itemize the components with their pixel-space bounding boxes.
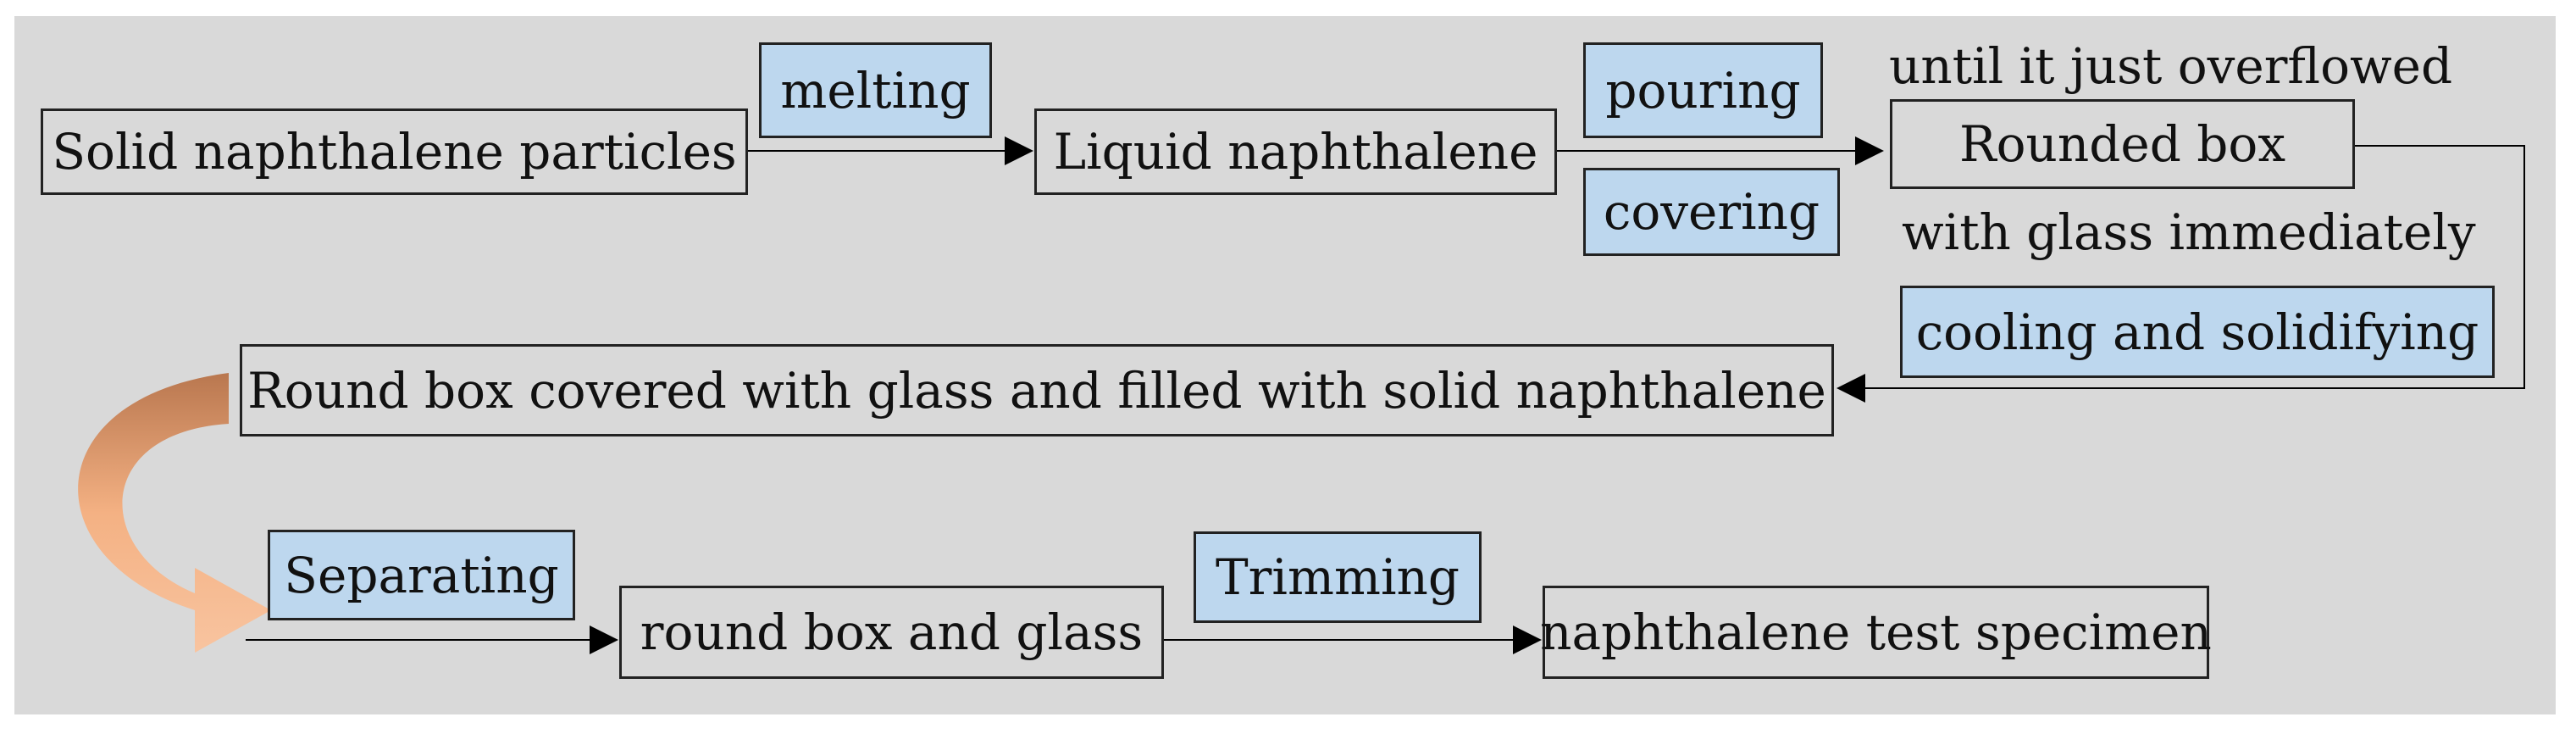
note-with-glass-immediately: with glass immediately: [1902, 203, 2476, 261]
step-melting: melting: [759, 42, 992, 138]
arrow-cooling: [1836, 145, 2525, 403]
step-pouring: pouring: [1583, 42, 1823, 138]
node-round-box-and-glass: round box and glass: [619, 586, 1164, 679]
step-cooling-and-solidifying: cooling and solidifying: [1900, 286, 2495, 378]
note-until-overflowed: until it just overflowed: [1889, 37, 2453, 95]
step-separating: Separating: [268, 530, 575, 620]
node-naphthalene-test-specimen: naphthalene test specimen: [1540, 586, 2212, 679]
node-filled-round-box: Round box covered with glass and filled …: [240, 344, 1834, 436]
node-solid-naphthalene-particles: Solid naphthalene particles: [41, 108, 748, 195]
node-liquid-naphthalene: Liquid naphthalene: [1034, 108, 1557, 195]
step-trimming: Trimming: [1194, 531, 1482, 623]
curved-arrow: [78, 373, 271, 653]
node-rounded-box: Rounded box: [1890, 99, 2355, 189]
step-covering: covering: [1583, 168, 1840, 256]
